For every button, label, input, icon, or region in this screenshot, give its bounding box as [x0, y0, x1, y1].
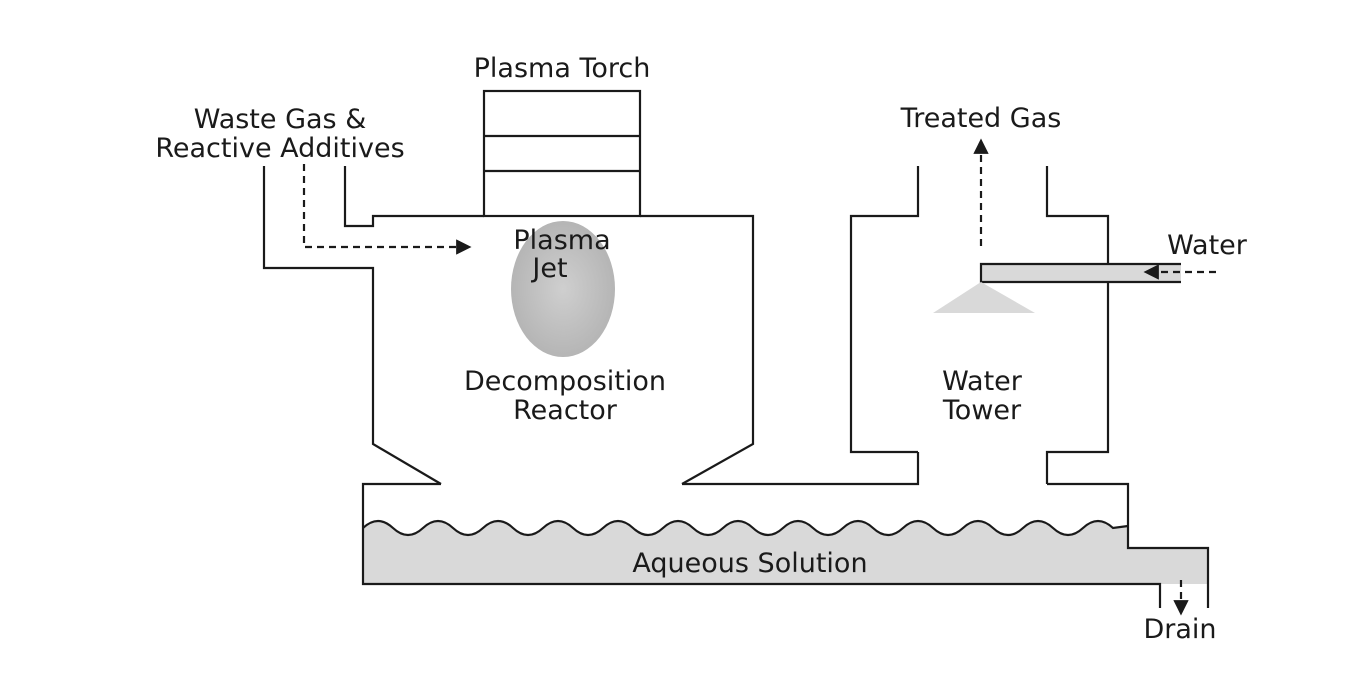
water-tower-label-line2: Tower [942, 395, 1022, 426]
water-tower-outline-left [849, 166, 920, 454]
tank-right-outline [1047, 482, 1210, 608]
treated-gas-label: Treated Gas [900, 103, 1062, 134]
reactor-outline-top [343, 166, 484, 228]
aqueous-solution-label: Aqueous Solution [632, 548, 867, 579]
plasma-torch-label: Plasma Torch [474, 53, 651, 84]
plasma-jet-label-line1: Plasma [513, 225, 610, 256]
aqueous-solution-liquid [363, 521, 1208, 584]
tank-top-connector [682, 452, 920, 486]
waste-gas-flow-arrow [302, 164, 472, 255]
waste-gas-label-line2: Reactive Additives [155, 133, 404, 164]
aqueous-wave-line [362, 519, 1129, 537]
water-tower-outline-right [1045, 166, 1110, 264]
water-inlet-label: Water [1167, 230, 1248, 261]
reactor-outline-left [262, 166, 442, 485]
water-tower-label-line1: Water [942, 366, 1023, 397]
water-tower-outline-right-lower [1045, 282, 1110, 484]
reactor-outline-right [640, 214, 755, 485]
reactor-label-line2: Reactor [513, 395, 618, 426]
spray-nozzle [933, 282, 1035, 313]
plasma-jet-label-line2: Jet [530, 253, 567, 284]
plasma-torch-body [482, 89, 642, 218]
reactor-label-line1: Decomposition [464, 366, 666, 397]
waste-gas-label-line1: Waste Gas & [194, 104, 367, 135]
bottom-tank-outline [361, 482, 1162, 608]
drain-label: Drain [1143, 614, 1216, 645]
plasma-jet-ellipse [511, 221, 615, 357]
water-inlet-pipe-outline [979, 262, 1181, 284]
water-inlet-pipe [981, 264, 1181, 282]
